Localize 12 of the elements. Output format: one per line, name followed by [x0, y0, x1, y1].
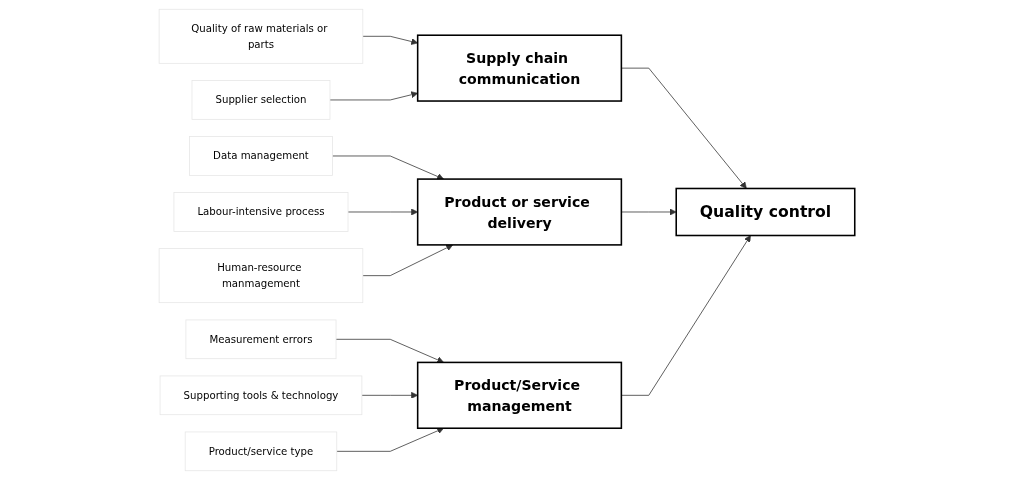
node-box: Data management — [188, 136, 333, 176]
node-box: Product or service delivery — [416, 178, 622, 246]
node-box: Product/service type — [184, 431, 337, 472]
node-box: Labour-intensive process — [173, 192, 348, 232]
node-box: Product/Service management — [416, 361, 622, 429]
node-box: Quality control — [675, 187, 856, 237]
node-box: Supporting tools & technology — [159, 375, 362, 416]
node-box: Human-resource manmagement — [158, 248, 363, 304]
node-box: Supply chain communication — [416, 34, 622, 102]
node-box: Quality of raw materials or parts — [158, 8, 363, 64]
node-box: Supplier selection — [191, 80, 330, 120]
node-box: Measurement errors — [185, 319, 336, 360]
